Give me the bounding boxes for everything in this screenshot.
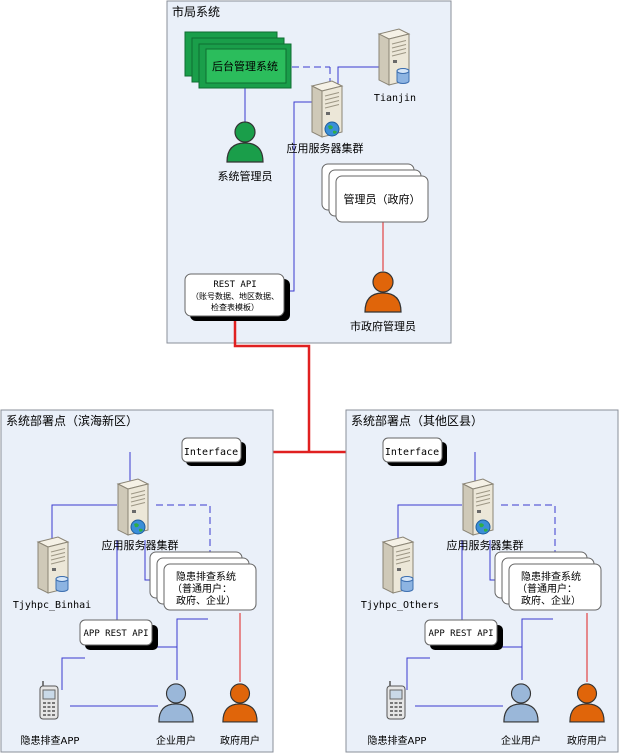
binhai-db-label: Tjyhpc_Binhai <box>13 600 91 611</box>
gov-admin-system-stacked-window-icon <box>321 163 429 223</box>
database-icon <box>400 576 414 592</box>
binhai-hazard-line2: （普通用户： <box>172 582 232 595</box>
binhai-interface-label: Interface <box>184 447 238 458</box>
database-icon <box>396 68 410 84</box>
binhai-hazard-line1: 隐患排查系统 <box>176 570 236 583</box>
city-panel: 市局系统 后台管理系统 Tianjin 应用服务器集群 系统管理员 <box>166 0 452 344</box>
globe-icon <box>130 519 146 535</box>
binhai-panel: 系统部署点（滨海新区） Interface 应用服务器集群 Tjyhpc_Bin… <box>0 409 274 753</box>
city-panel-title: 市局系统 <box>172 4 220 19</box>
others-hazard-line3: 政府、企业） <box>521 594 581 607</box>
others-gov-user-label: 政府用户 <box>567 734 607 747</box>
others-hazard-line1: 隐患排查系统 <box>521 570 581 583</box>
others-mobile-phone-icon <box>386 680 406 720</box>
binhai-mobile-phone-icon <box>39 680 59 720</box>
binhai-interface-box <box>181 437 246 466</box>
rest-api-title: REST API <box>213 280 256 290</box>
others-panel-title: 系统部署点（其他区县） <box>351 413 483 428</box>
others-interface-label: Interface <box>385 447 439 458</box>
others-app-rest-api-box <box>424 619 503 650</box>
gov-admin-user-label: 市政府管理员 <box>350 319 416 333</box>
rest-api-line2: 检查表模板） <box>211 302 259 312</box>
others-hazard-system-stacked-window-icon <box>494 551 602 611</box>
globe-icon <box>324 121 340 137</box>
binhai-app-cluster-label: 应用服务器集群 <box>102 538 179 552</box>
binhai-mobile-app-label: 隐患排查APP <box>21 734 80 747</box>
rest-api-line1: （账号数据、地区数据、 <box>191 291 279 301</box>
tianjin-server-label: Tianjin <box>374 93 416 104</box>
others-enterprise-user-label: 企业用户 <box>501 734 541 747</box>
sys-admin-label: 系统管理员 <box>218 169 273 183</box>
others-panel: 系统部署点（其他区县） Interface 应用服务器集群 Tjyhpc_Oth… <box>345 409 619 753</box>
admin-system-label: 后台管理系统 <box>212 59 278 73</box>
binhai-app-rest-api-box <box>79 619 158 650</box>
binhai-gov-user-label: 政府用户 <box>220 734 260 747</box>
others-interface-box <box>382 437 447 466</box>
others-hazard-line2: （普通用户： <box>517 582 577 595</box>
others-mobile-app-label: 隐患排查APP <box>368 734 427 747</box>
binhai-panel-title: 系统部署点（滨海新区） <box>6 413 138 428</box>
binhai-hazard-system-stacked-window-icon <box>149 551 257 611</box>
others-db-label: Tjyhpc_Others <box>361 600 439 611</box>
binhai-app-rest-api-label: APP REST API <box>83 629 148 639</box>
binhai-enterprise-user-label: 企业用户 <box>156 734 196 747</box>
app-cluster-label: 应用服务器集群 <box>287 141 364 155</box>
binhai-hazard-line3: 政府、企业） <box>176 594 236 607</box>
gov-admin-system-label: 管理员（政府） <box>344 192 421 206</box>
admin-system-stacked-window-icon <box>184 31 292 89</box>
others-app-cluster-label: 应用服务器集群 <box>447 538 524 552</box>
database-icon <box>55 576 69 592</box>
globe-icon <box>475 519 491 535</box>
rest-api-box <box>184 273 290 321</box>
others-app-rest-api-label: APP REST API <box>428 629 493 639</box>
